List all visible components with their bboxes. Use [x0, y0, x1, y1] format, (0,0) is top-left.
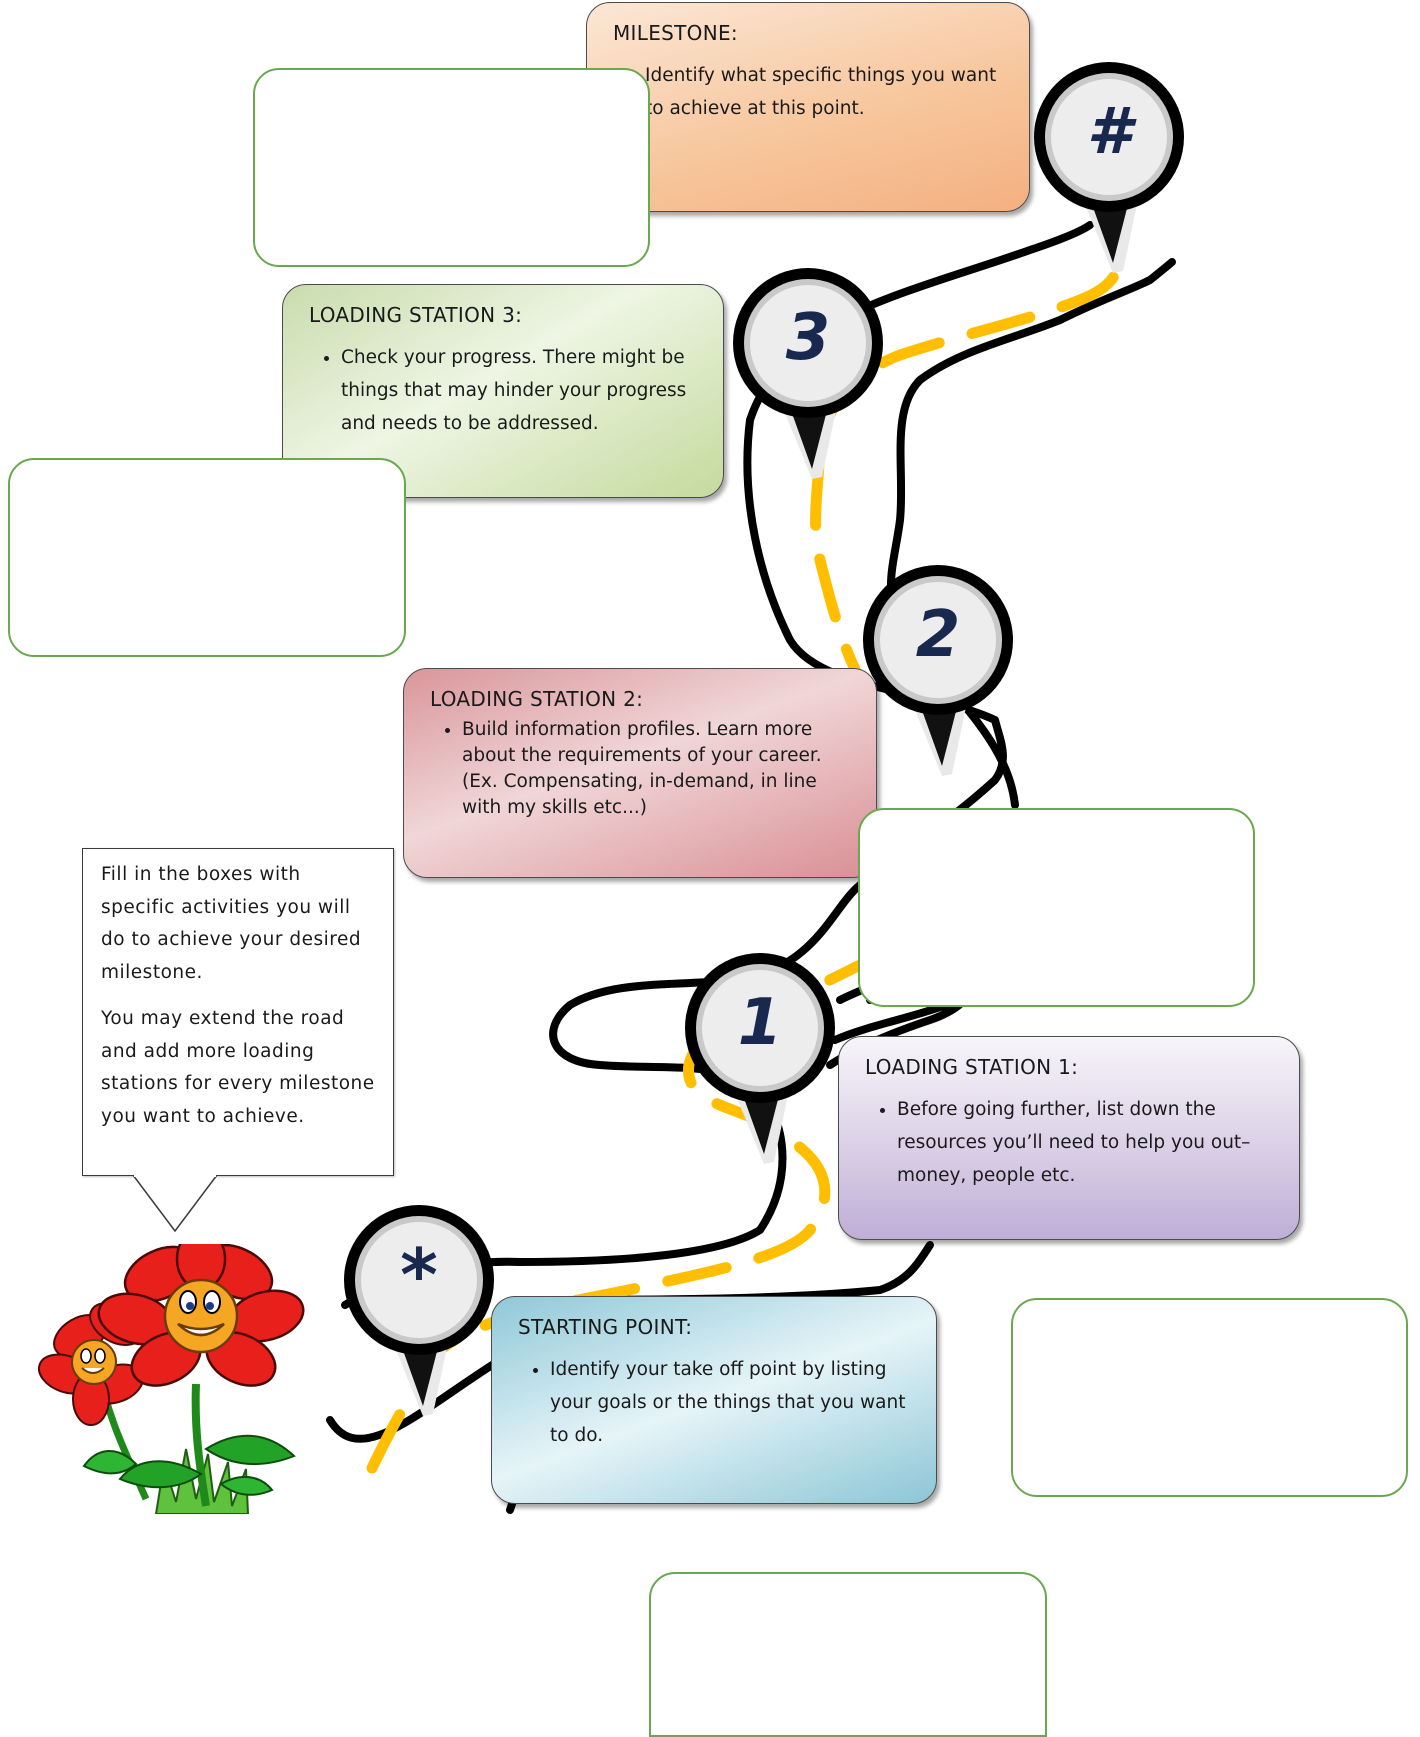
- instruction-callout: Fill in the boxes with specific activiti…: [82, 848, 394, 1176]
- starting-point-title: STARTING POINT:: [518, 1315, 693, 1339]
- loading-station-3-activity-box[interactable]: [8, 458, 406, 657]
- milestone-marker-label: #: [1086, 95, 1132, 169]
- milestone-marker: #: [1029, 57, 1189, 277]
- starting-point-activity-box[interactable]: [649, 1572, 1047, 1737]
- station-3-marker-label: 3: [785, 301, 831, 375]
- start-marker: *: [339, 1200, 499, 1420]
- instruction-paragraph-2: You may extend the road and add more loa…: [101, 1008, 375, 1127]
- loading-station-2-bullets: Build information profiles. Learn more a…: [430, 717, 854, 821]
- milestone-bullets: Identify what specific things you want t…: [613, 59, 1007, 125]
- loading-station-3-title: LOADING STATION 3:: [309, 303, 523, 327]
- milestone-bullet: Identify what specific things you want t…: [645, 59, 1007, 125]
- loading-station-2-activity-box[interactable]: [858, 808, 1255, 1007]
- station-2-marker: 2: [858, 560, 1018, 780]
- loading-station-1-card: LOADING STATION 1: Before going further,…: [838, 1036, 1300, 1240]
- loading-station-3-bullets: Check your progress. There might be thin…: [309, 341, 701, 440]
- milestone-activity-box[interactable]: [253, 68, 650, 267]
- map-pin-icon: [685, 953, 835, 1164]
- loading-station-1-title: LOADING STATION 1:: [865, 1055, 1079, 1079]
- loading-station-1-bullet: Before going further, list down the reso…: [897, 1093, 1277, 1192]
- milestone-card: MILESTONE: Identify what specific things…: [586, 2, 1030, 212]
- milestone-title: MILESTONE:: [613, 21, 738, 45]
- map-pin-icon: [1034, 62, 1184, 273]
- station-1-marker-label: 1: [737, 986, 783, 1060]
- map-pin-icon: [344, 1205, 494, 1416]
- station-2-marker-label: 2: [915, 598, 961, 672]
- instruction-paragraph-1: Fill in the boxes with specific activiti…: [101, 864, 362, 983]
- loading-station-3-bullet: Check your progress. There might be thin…: [341, 341, 701, 440]
- loading-station-1-activity-box[interactable]: [1011, 1298, 1408, 1497]
- callout-tail: [132, 1175, 218, 1233]
- loading-station-2-title: LOADING STATION 2:: [430, 687, 644, 711]
- starting-point-bullets: Identify your take off point by listing …: [518, 1353, 914, 1452]
- station-1-marker: 1: [680, 948, 840, 1168]
- loading-station-1-bullets: Before going further, list down the reso…: [865, 1093, 1277, 1192]
- loading-station-2-bullet: Build information profiles. Learn more a…: [462, 717, 854, 821]
- loading-station-2-card: LOADING STATION 2: Build information pro…: [403, 668, 877, 878]
- starting-point-card: STARTING POINT: Identify your take off p…: [491, 1296, 937, 1504]
- flower-clipart: [37, 1244, 305, 1514]
- loading-station-3-card: LOADING STATION 3: Check your progress. …: [282, 284, 724, 498]
- start-marker-label: *: [400, 1233, 438, 1317]
- map-pin-icon: [733, 268, 883, 479]
- map-pin-icon: [863, 565, 1013, 776]
- station-3-marker: 3: [728, 263, 888, 483]
- starting-point-bullet: Identify your take off point by listing …: [550, 1353, 914, 1452]
